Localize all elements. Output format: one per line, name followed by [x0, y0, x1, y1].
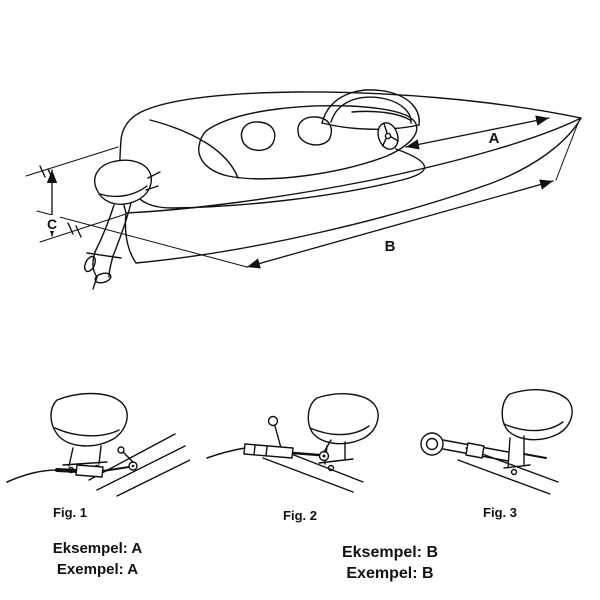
- dimension-c: C: [25, 146, 127, 243]
- rear-deck-line: [149, 119, 239, 179]
- example-a-line2: Exempel: A: [56, 561, 139, 578]
- fig1-boat-edge: [88, 433, 190, 497]
- dimension-label-a: A: [489, 130, 500, 147]
- example-b-line2: Exempel: B: [346, 565, 434, 582]
- outboard-motor: [84, 159, 161, 290]
- figure-3-caption: Fig. 3: [483, 505, 517, 520]
- boat-illustration: [84, 89, 582, 290]
- fig3-outboard-motor: [501, 389, 573, 476]
- steering-wheel-icon: [377, 122, 399, 150]
- figure-1-illustration: [6, 392, 190, 497]
- fig2-steering-cable: [206, 415, 332, 462]
- example-a-label: Eksempel: A Exempel: A: [15, 538, 180, 580]
- seat: [240, 121, 276, 152]
- figure-1-caption: Fig. 1: [53, 505, 87, 520]
- fig2-outboard-motor: [307, 393, 379, 472]
- dimension-label-c: C: [47, 216, 57, 232]
- dimension-label-b: B: [385, 238, 396, 255]
- propeller-blade: [84, 255, 96, 273]
- seat: [297, 116, 333, 146]
- parallel-marks: [39, 165, 82, 238]
- figure-3-illustration: [420, 389, 573, 495]
- cockpit: [149, 105, 418, 180]
- example-b-line1: Eksempel: B: [341, 544, 439, 561]
- example-a-line1: Eksempel: A: [52, 540, 143, 557]
- fig1-outboard-motor: [50, 392, 128, 474]
- example-b-label: Eksempel: B Exempel: B: [300, 542, 480, 584]
- fig1-steering-cable: [6, 446, 138, 483]
- figure-2-caption: Fig. 2: [283, 508, 317, 523]
- dimension-b: B: [36, 122, 579, 269]
- fig3-tilt-tube-cable: [420, 432, 547, 462]
- figure-2-illustration: [206, 393, 379, 493]
- dimension-a: A: [405, 115, 550, 150]
- boat-diagram: A B C: [25, 89, 582, 290]
